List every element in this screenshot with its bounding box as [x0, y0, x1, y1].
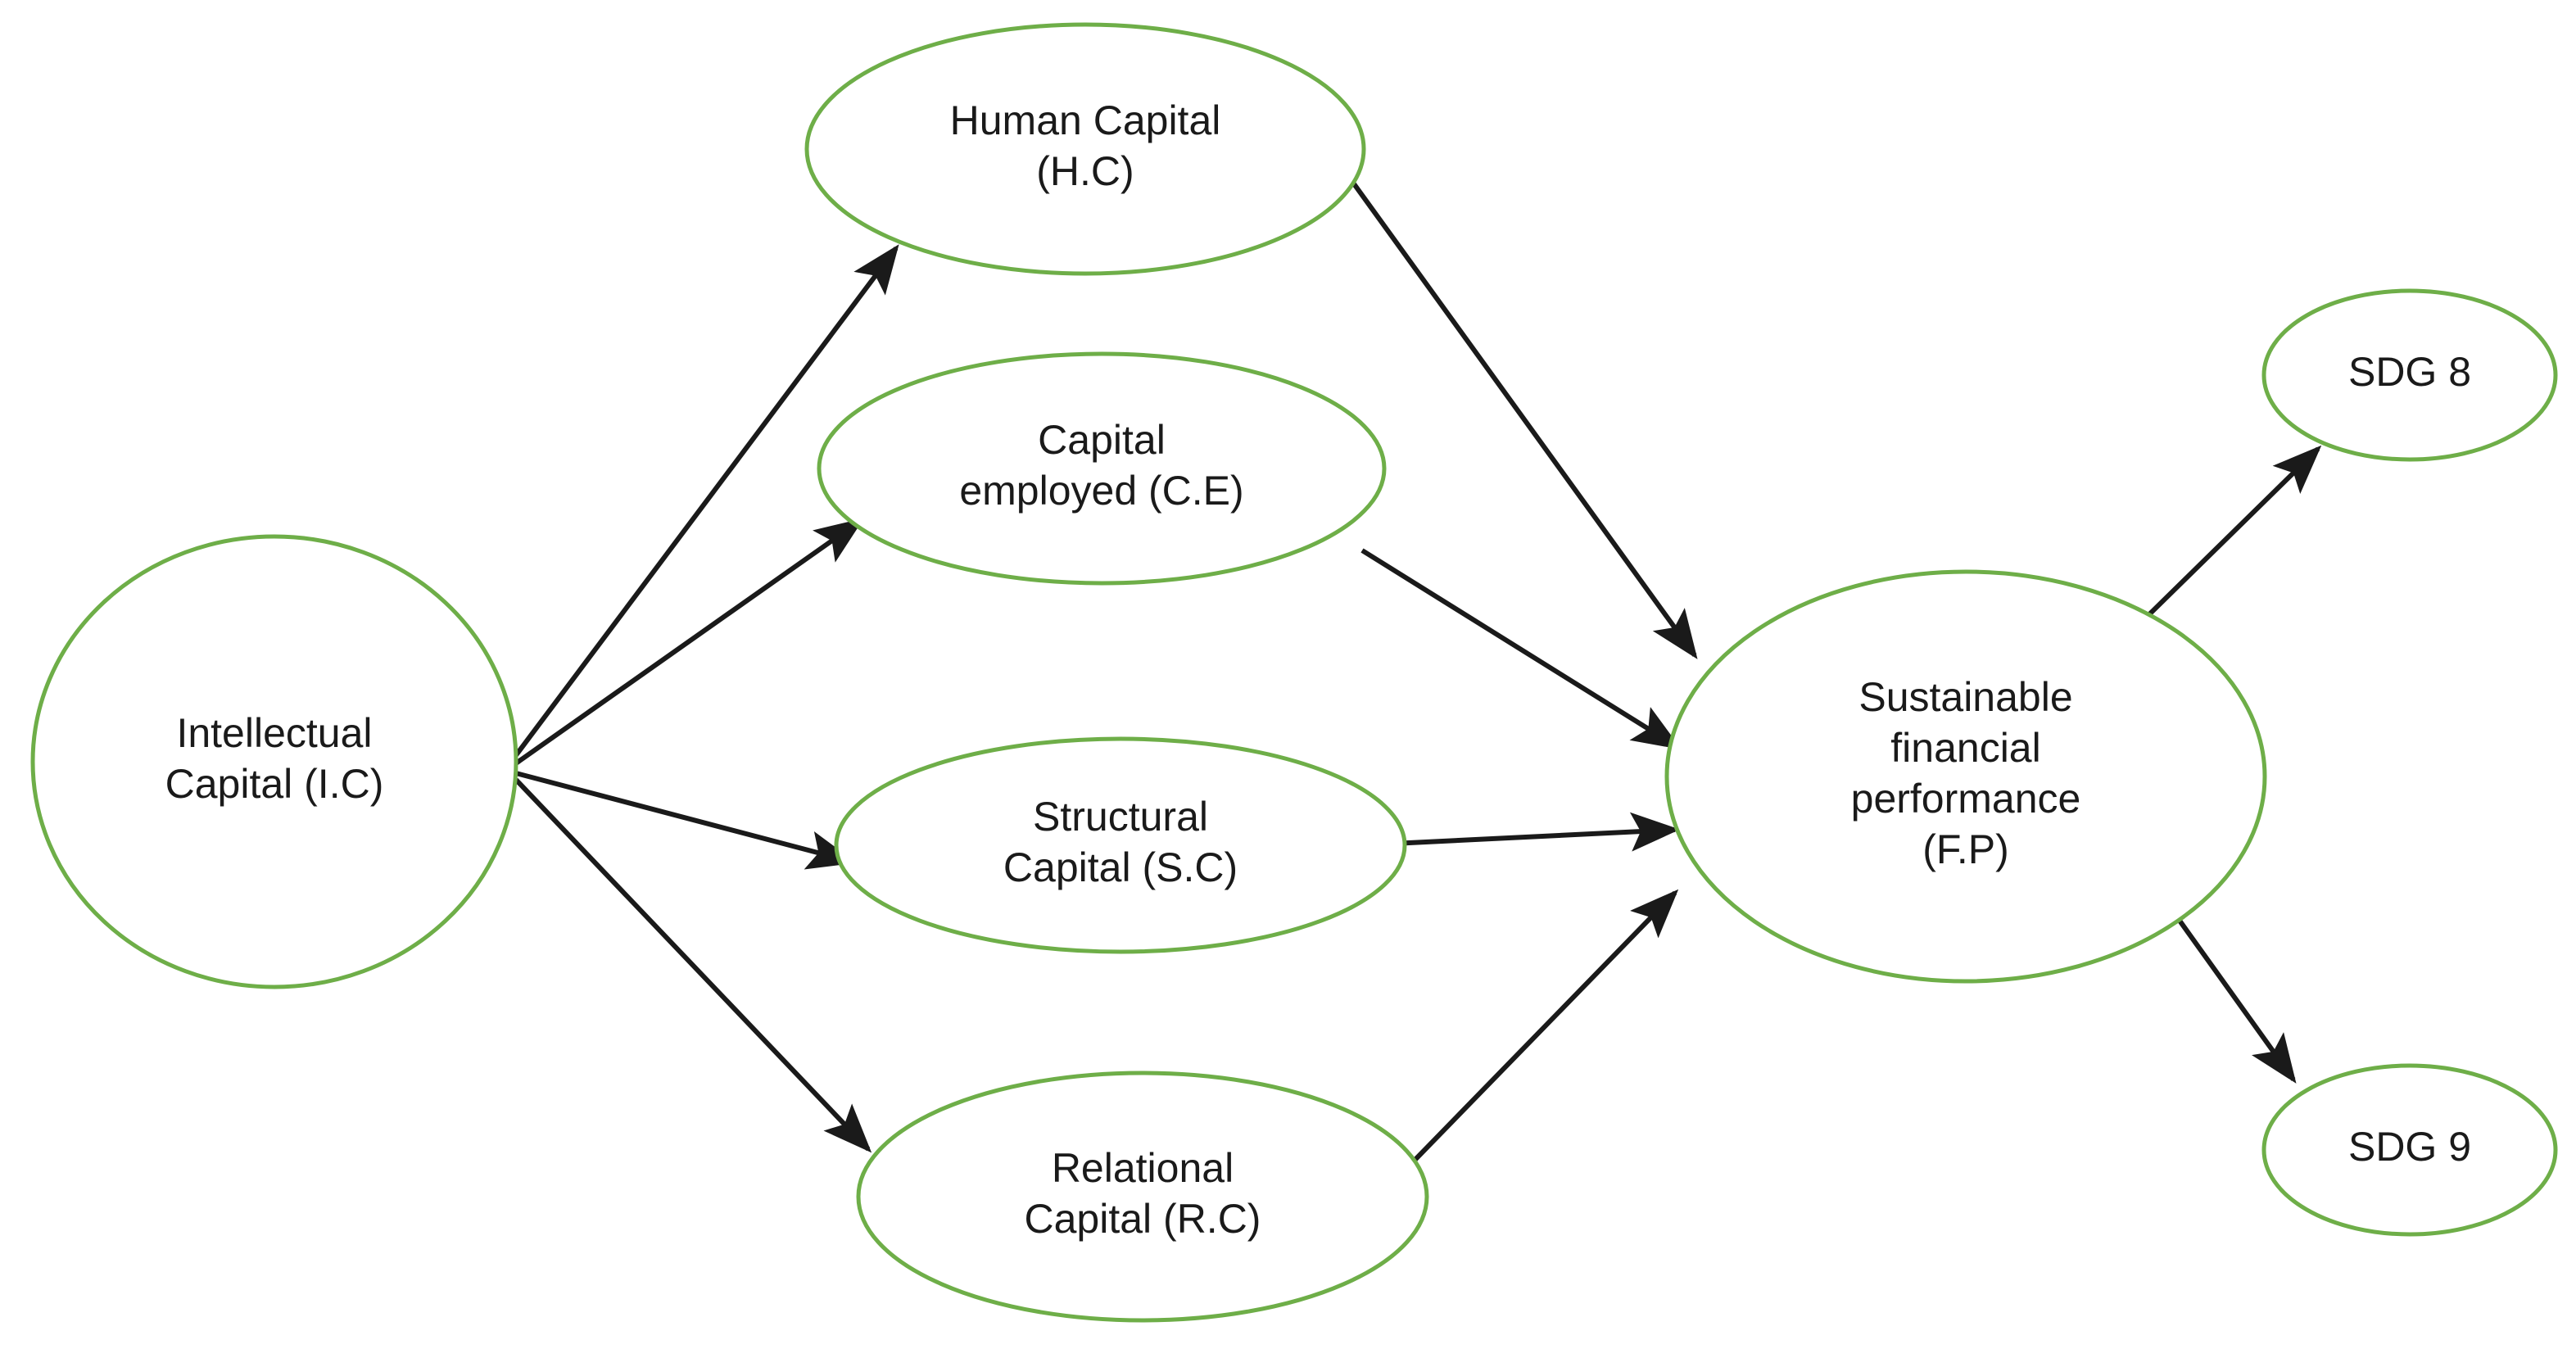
- edge-ic-to-ce: [512, 518, 864, 767]
- sustainable-financial-performance-label-line-4: (F.P): [1922, 826, 2009, 872]
- sustainable-financial-performance-ellipse: [1664, 569, 2267, 984]
- human-capital-label-line-1: Human Capital: [950, 97, 1221, 143]
- node-sdg-8[interactable]: SDG 8: [2261, 288, 2558, 462]
- edge-fp-to-sdg8: [2141, 445, 2322, 622]
- edge-ic-to-sc: [515, 771, 857, 870]
- edge-sc-to-fp: [1392, 812, 1680, 852]
- sdg-9-label-line-1: SDG 9: [2348, 1124, 2471, 1170]
- structural-capital-label-line-1: Structural: [1033, 794, 1208, 840]
- sustainable-financial-performance-label-line-3: performance: [1851, 776, 2081, 822]
- capital-employed-label-line-2: employed (C.E): [959, 468, 1243, 514]
- node-capital-employed[interactable]: Capital employed (C.E): [817, 351, 1387, 586]
- relational-capital-label-line-2: Capital (R.C): [1025, 1196, 1261, 1242]
- node-sustainable-financial-performance[interactable]: Sustainable financial performance(F.P): [1664, 569, 2267, 984]
- edge-fp-to-sdg9: [2165, 902, 2297, 1084]
- edge-ic-to-rc: [514, 777, 872, 1153]
- intellectual-capital-label-line-1: Intellectual: [176, 710, 372, 756]
- human-capital-ellipse: [804, 22, 1366, 276]
- capital-employed-ellipse: [817, 351, 1387, 586]
- sdg-9-ellipse: [2261, 1063, 2558, 1237]
- node-human-capital[interactable]: Human Capital (H.C): [804, 22, 1366, 276]
- edge-hc-to-fp: [1344, 172, 1698, 659]
- relational-capital-ellipse: [856, 1071, 1429, 1323]
- edge-ce-to-fp: [1360, 548, 1682, 750]
- human-capital-label-line-2: (H.C): [1036, 148, 1134, 194]
- relational-capital-label-line-1: Relational: [1052, 1145, 1234, 1191]
- structural-capital-label-line-2: Capital (S.C): [1003, 844, 1238, 890]
- edge-ic-to-hc: [511, 244, 899, 760]
- node-sdg-9[interactable]: SDG 9: [2261, 1063, 2558, 1237]
- capital-employed-label-line-1: Capital: [1038, 417, 1166, 463]
- structural-capital-ellipse: [834, 736, 1407, 954]
- edge-rc-to-fp: [1400, 889, 1679, 1175]
- sustainable-financial-performance-label-line-2: financial: [1890, 725, 2040, 771]
- sdg-8-label-line-1: SDG 8: [2348, 349, 2471, 395]
- sustainable-financial-performance-label-line-1: Sustainable: [1858, 674, 2072, 720]
- edges-layer: [511, 172, 2322, 1175]
- intellectual-capital-ellipse: [30, 534, 518, 989]
- intellectual-capital-label-line-2: Capital (I.C): [165, 761, 384, 807]
- sdg-8-ellipse: [2261, 288, 2558, 462]
